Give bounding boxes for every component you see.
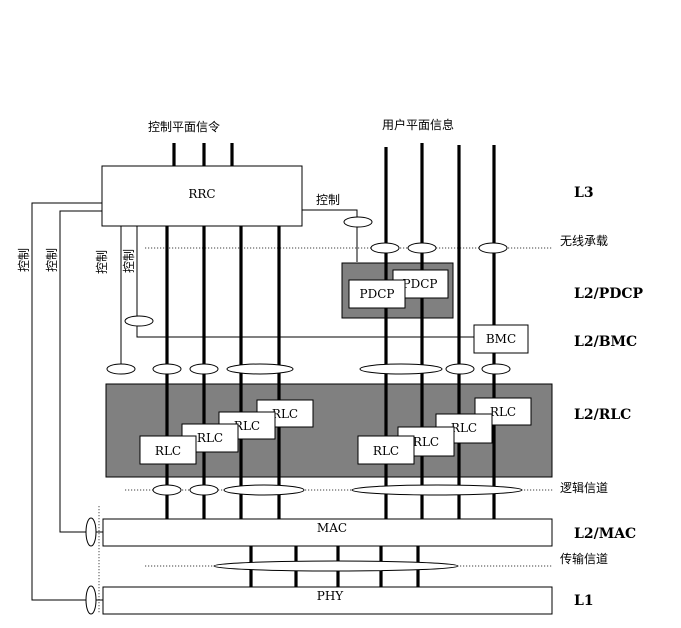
layer-label-l2-mac: L2/MAC	[574, 526, 636, 542]
rlc-box-left-1	[139, 435, 197, 465]
control-label-vertical-4: 控制	[122, 249, 136, 273]
pdcp-box-front	[348, 279, 406, 309]
control-line-pdcp	[302, 209, 358, 262]
bmc-box	[473, 324, 529, 354]
control-label-vertical-1: 控制	[17, 248, 31, 272]
rlc-label: RLC	[490, 405, 516, 419]
layer-label-l2-rlc: L2/RLC	[574, 407, 631, 423]
radio-bearer-label: 无线承载	[560, 234, 608, 248]
pdcp-label-back: PDCP	[403, 277, 438, 291]
rlc-label: RLC	[272, 407, 298, 421]
logical-channel-label: 逻辑信道	[560, 481, 608, 495]
control-line-phy	[31, 202, 103, 601]
rlc-label: RLC	[155, 444, 181, 458]
control-line-mac	[59, 210, 103, 533]
service-access-points	[85, 216, 523, 615]
phy-box	[102, 586, 553, 615]
control-lines	[31, 202, 474, 601]
control-label-vertical-2: 控制	[45, 248, 59, 272]
rlc-box-right-1	[357, 435, 415, 465]
mac-label: MAC	[317, 521, 347, 535]
control-plane-signaling-label: 控制平面信令	[148, 119, 220, 134]
rlc-label: RLC	[451, 421, 477, 435]
bmc-label: BMC	[486, 332, 516, 346]
mac-box	[102, 518, 553, 547]
layer-label-l2-bmc: L2/BMC	[574, 334, 637, 350]
control-label-pdcp: 控制	[316, 193, 340, 207]
transport-channel-label: 传输信道	[560, 551, 608, 566]
rlc-label: RLC	[413, 435, 439, 449]
layer-label-l3: L3	[574, 185, 594, 201]
control-label-vertical-3: 控制	[95, 250, 109, 274]
pdcp-label-front: PDCP	[360, 287, 395, 301]
rlc-label: RLC	[234, 419, 260, 433]
control-line-bmc	[136, 226, 474, 338]
rlc-label: RLC	[373, 444, 399, 458]
rrc-label: RRC	[188, 187, 215, 201]
layer-label-l1: L1	[574, 593, 594, 609]
rrc-box	[101, 165, 303, 227]
layer-label-l2-pdcp: L2/PDCP	[574, 286, 644, 302]
phy-label: PHY	[317, 589, 345, 603]
rlc-label: RLC	[197, 431, 223, 445]
user-plane-info-label: 用户平面信息	[382, 117, 454, 132]
